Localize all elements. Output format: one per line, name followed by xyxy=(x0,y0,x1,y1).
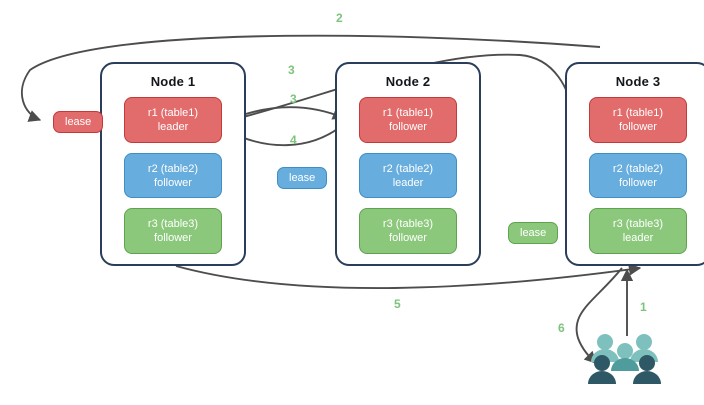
users-group-icon xyxy=(588,332,668,388)
edge-label-4: 4 xyxy=(290,133,297,147)
replica-name: r3 (table3) xyxy=(147,218,199,231)
node-2-title: Node 2 xyxy=(385,74,431,89)
node-2-replica-r3[interactable]: r3 (table3) follower xyxy=(359,208,457,255)
node-2-replica-r1[interactable]: r1 (table1) follower xyxy=(359,97,457,143)
edge-label-2: 2 xyxy=(336,11,343,25)
replica-role: follower xyxy=(154,232,192,245)
node-2-replica-r2[interactable]: r2 (table2) leader xyxy=(359,152,457,199)
replica-role: leader xyxy=(157,120,189,133)
node-1-replica-r3[interactable]: r3 (table3) follower xyxy=(124,208,222,255)
node-3[interactable]: Node 3 r1 (table1) follower r2 (table2) … xyxy=(565,62,704,266)
edge-label-3-lower: 3 xyxy=(290,92,297,106)
edge-label-3-upper: 3 xyxy=(288,63,295,77)
replica-name: r1 (table1) xyxy=(612,106,664,119)
edge-label-1: 1 xyxy=(640,300,647,314)
lease-badge-red[interactable]: lease xyxy=(53,111,104,133)
replica-role: follower xyxy=(619,120,657,133)
replica-role: leader xyxy=(392,176,424,189)
edge-label-5: 5 xyxy=(394,297,401,311)
node-1[interactable]: Node 1 r1 (table1) leader r2 (table2) fo… xyxy=(100,62,246,266)
node-1-title: Node 1 xyxy=(150,74,196,89)
lease-badge-blue[interactable]: lease xyxy=(277,167,328,189)
node-2[interactable]: Node 2 r1 (table1) follower r2 (table2) … xyxy=(335,62,481,266)
replica-name: r2 (table2) xyxy=(612,162,664,175)
node-3-replica-r1[interactable]: r1 (table1) follower xyxy=(589,97,687,143)
replica-name: r1 (table1) xyxy=(382,106,434,119)
replica-name: r2 (table2) xyxy=(382,162,434,175)
lease-badge-green[interactable]: lease xyxy=(508,222,559,244)
replica-name: r1 (table1) xyxy=(147,106,199,119)
replica-name: r2 (table2) xyxy=(147,162,199,175)
replica-role: follower xyxy=(619,176,657,189)
replica-role: follower xyxy=(389,232,427,245)
node-3-replica-r3[interactable]: r3 (table3) leader xyxy=(589,208,687,255)
replica-name: r3 (table3) xyxy=(612,218,664,231)
replica-role: follower xyxy=(154,176,192,189)
edge-label-6: 6 xyxy=(558,321,565,335)
node-3-title: Node 3 xyxy=(615,74,661,89)
node-1-replica-r2[interactable]: r2 (table2) follower xyxy=(124,152,222,199)
node-1-replica-r1[interactable]: r1 (table1) leader xyxy=(124,97,222,143)
node-3-replica-r2[interactable]: r2 (table2) follower xyxy=(589,152,687,199)
replica-name: r3 (table3) xyxy=(382,218,434,231)
replica-role: follower xyxy=(389,120,427,133)
replica-role: leader xyxy=(622,232,654,245)
edge-5-path xyxy=(175,263,642,290)
